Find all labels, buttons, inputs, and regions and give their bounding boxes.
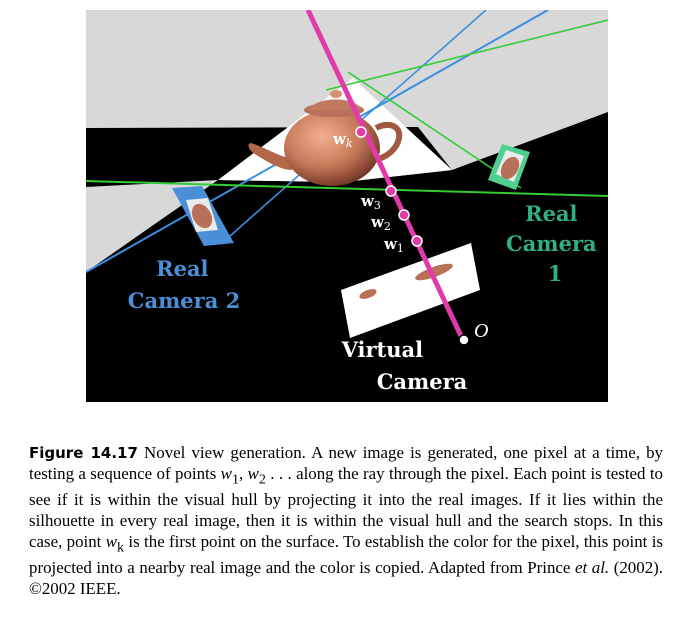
caption-et-al: et al.	[574, 557, 610, 577]
figure-caption: Figure 14.17 Novel view generation. A ne…	[29, 443, 663, 599]
label-wk: wk	[332, 130, 353, 150]
caption-text-4: is the first point on the surface. To es…	[29, 531, 663, 577]
virtual-camera-image-plane	[341, 243, 480, 338]
caption-math-wk: w	[105, 531, 118, 551]
origin-marker	[458, 334, 470, 346]
camera2-image-plane	[172, 186, 234, 246]
teapot-icon	[248, 90, 403, 186]
caption-text-5: (2002). ©2002 IEEE.	[29, 557, 663, 598]
label-real-camera-2: Real Camera 2	[128, 256, 241, 313]
caption-sub-k: k	[117, 538, 125, 555]
label-w1: w1	[383, 235, 404, 255]
label-w3: w3	[360, 192, 381, 212]
figure-number: Figure 14.17	[29, 444, 138, 462]
caption-text-2: ,	[239, 463, 248, 483]
caption-sub-1: 1	[231, 471, 239, 488]
point-wk-marker	[355, 126, 367, 138]
point-w1-marker	[411, 235, 423, 247]
figure-novel-view-generation: wk w3 w2 w1 O Real Camera 1 Real Camera …	[86, 10, 608, 402]
caption-text-3: . . . along the ray through the pixel. E…	[29, 463, 664, 551]
camera1-frustum-line-a	[86, 180, 608, 197]
caption-sub-2: 2	[258, 471, 266, 488]
caption-math-w1: w	[220, 463, 232, 483]
point-w2-marker	[398, 209, 410, 221]
camera1-image-plane	[488, 144, 530, 190]
camera1-frustum-line-c	[347, 71, 522, 189]
figure-illustration: wk w3 w2 w1 O Real Camera 1 Real Camera …	[86, 10, 608, 402]
caption-math-w2: w	[247, 463, 259, 483]
label-real-camera-1: Real Camera 1	[506, 201, 604, 286]
label-origin: O	[474, 320, 488, 342]
label-virtual-camera: Virtual Camera	[341, 337, 468, 394]
ray-line	[305, 10, 465, 340]
point-w3-marker	[385, 185, 397, 197]
label-w2: w2	[370, 213, 391, 233]
camera1-frustum-line-b	[325, 19, 608, 91]
caption-text-1: Novel view generation. A new image is ge…	[29, 443, 663, 483]
